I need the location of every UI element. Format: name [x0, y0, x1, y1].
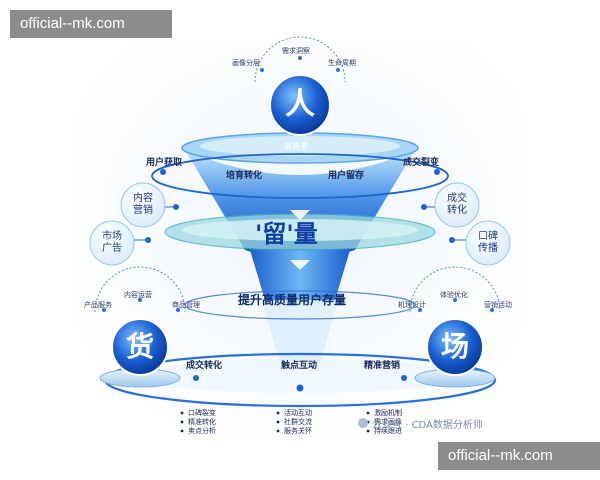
retention-title: '留'量	[255, 220, 318, 248]
list-item: 激励机制	[374, 409, 402, 417]
tag-life-cycle: 生命周期	[328, 59, 356, 67]
bubble-label-content-marketing: 内容营销	[133, 193, 153, 216]
ring-label-deal-fission: 成交裂变	[403, 158, 440, 168]
bottom-label-precision-marketing: 精准营销	[364, 361, 401, 371]
ring-label-user-acquisition: 用户获取	[146, 158, 183, 168]
list-item: 精准转化	[188, 418, 216, 426]
bubble-label-market-ads: 市场广告	[102, 231, 122, 254]
tag-experience-optimization: 体验优化	[440, 291, 468, 299]
tag-goods-management: 商品管理	[172, 301, 200, 309]
wechat-icon	[358, 418, 368, 428]
list-item: 卖点分析	[188, 427, 216, 435]
list-item: 服务关怀	[284, 427, 312, 435]
watermark-top: official--mk.com	[10, 10, 172, 38]
tag-mechanism-design: 机理设计	[398, 301, 426, 309]
goods-label: 货	[125, 330, 154, 363]
list-item: 需求画像	[374, 418, 402, 426]
list-center: 活动互动 社群交流 服务关怀	[284, 409, 312, 436]
bubble-label-deal-conversion: 成交转化	[447, 193, 467, 216]
bottom-label-touchpoint-interaction: 触点互动	[281, 361, 318, 371]
goods-ball	[111, 318, 169, 376]
list-item: 活动互动	[284, 409, 312, 417]
venue-label: 场	[440, 330, 469, 363]
list-item: 口碑裂变	[188, 409, 216, 417]
people-label: 人	[285, 87, 315, 122]
source-watermark: 公众号 · CDA数据分析师	[372, 420, 483, 431]
bubble-content-marketing	[120, 182, 166, 228]
tag-need-insight: 需求洞察	[282, 47, 310, 55]
people-ball	[269, 74, 331, 136]
bubble-deal-conversion	[434, 182, 480, 228]
tag-persona-layers: 画像分层	[232, 59, 260, 67]
tag-content-ops: 内容运营	[124, 291, 152, 299]
orbit-ring-1	[151, 153, 449, 199]
watermark-bottom: official--mk.com	[438, 442, 600, 470]
bubble-label-word-of-mouth: 口碑传播	[478, 231, 498, 254]
ring-label-nurture-conversion: 培育转化	[226, 171, 263, 181]
consumer-label: 消费者	[284, 142, 308, 151]
ring-label-user-retention: 用户留存	[328, 171, 365, 181]
tag-marketing-activity: 营销活动	[484, 301, 512, 309]
tag-product-service: 产品服务	[84, 301, 112, 309]
list-right: 激励机制 需求画像 持续跟进	[374, 409, 402, 436]
list-item: 社群交流	[284, 418, 312, 426]
bubble-market-ads	[89, 220, 135, 266]
list-item: 持续跟进	[374, 427, 402, 435]
list-left: 口碑裂变 精准转化 卖点分析	[188, 409, 216, 436]
stock-title: 提升高质量用户存量	[238, 293, 347, 307]
stock-ring	[184, 290, 416, 320]
venue-ball	[426, 318, 484, 376]
bubble-word-of-mouth	[465, 220, 511, 266]
bottom-label-deal-conversion: 成交转化	[186, 361, 223, 371]
funnel-stem	[250, 250, 350, 300]
